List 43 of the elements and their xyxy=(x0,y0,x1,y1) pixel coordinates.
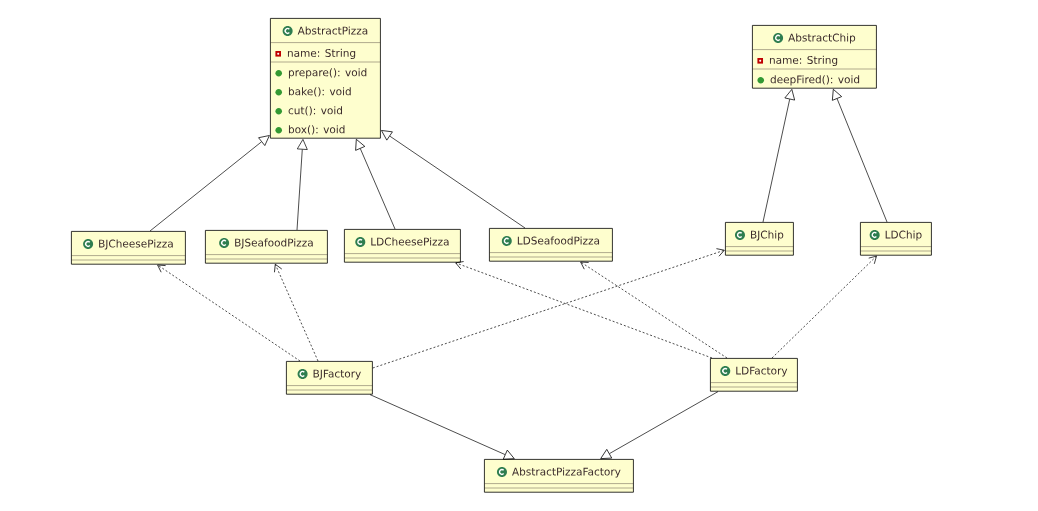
class-name: BJFactory xyxy=(313,369,361,380)
dependency-arrow xyxy=(274,263,319,362)
generalization-arrow xyxy=(600,391,719,459)
generalization-arrow xyxy=(369,394,515,460)
generalization-arrow xyxy=(762,89,795,223)
generalization-arrow xyxy=(832,89,888,223)
method-text: box(): void xyxy=(288,125,345,135)
attribute-text: name: String xyxy=(287,48,356,59)
class-box xyxy=(752,25,877,89)
class-box xyxy=(286,361,373,395)
class-box xyxy=(725,222,794,256)
class-name: AbstractPizza xyxy=(297,26,368,35)
class-name: BJSeafoodPizza xyxy=(235,238,313,249)
class-box xyxy=(489,228,613,262)
class-box xyxy=(484,459,634,493)
method-text: prepare(): void xyxy=(288,68,367,79)
class-name: BJChip xyxy=(751,230,784,241)
class-box xyxy=(860,222,932,256)
class-name: LDFactory xyxy=(736,366,788,377)
dependency-arrow xyxy=(157,264,301,362)
class-name: LDChip xyxy=(885,230,922,241)
method-text: deepFired(): void xyxy=(770,75,860,86)
class-box xyxy=(205,230,328,264)
class-name: LDCheesePizza xyxy=(371,237,449,246)
class-box xyxy=(710,358,798,392)
class-name: AbstractPizzaFactory xyxy=(512,467,621,478)
generalization-arrow xyxy=(355,138,396,230)
dependency-arrow xyxy=(771,255,877,359)
dependency-arrow xyxy=(372,248,725,369)
generalization-arrow xyxy=(381,130,526,229)
class-box xyxy=(344,229,461,263)
class-box xyxy=(270,18,381,139)
class-name: AbstractChip xyxy=(788,33,856,44)
generalization-arrow xyxy=(296,139,308,231)
dependency-arrow xyxy=(455,261,713,359)
method-text: cut(): void xyxy=(288,106,342,116)
generalization-arrow xyxy=(149,135,270,232)
class-name: LDSeafoodPizza xyxy=(517,236,600,245)
class-box xyxy=(71,231,186,265)
method-text: bake(): void xyxy=(288,87,351,97)
attribute-text: name: String xyxy=(769,55,838,66)
dependency-arrow xyxy=(580,261,728,359)
class-name: BJCheesePizza xyxy=(99,239,173,250)
